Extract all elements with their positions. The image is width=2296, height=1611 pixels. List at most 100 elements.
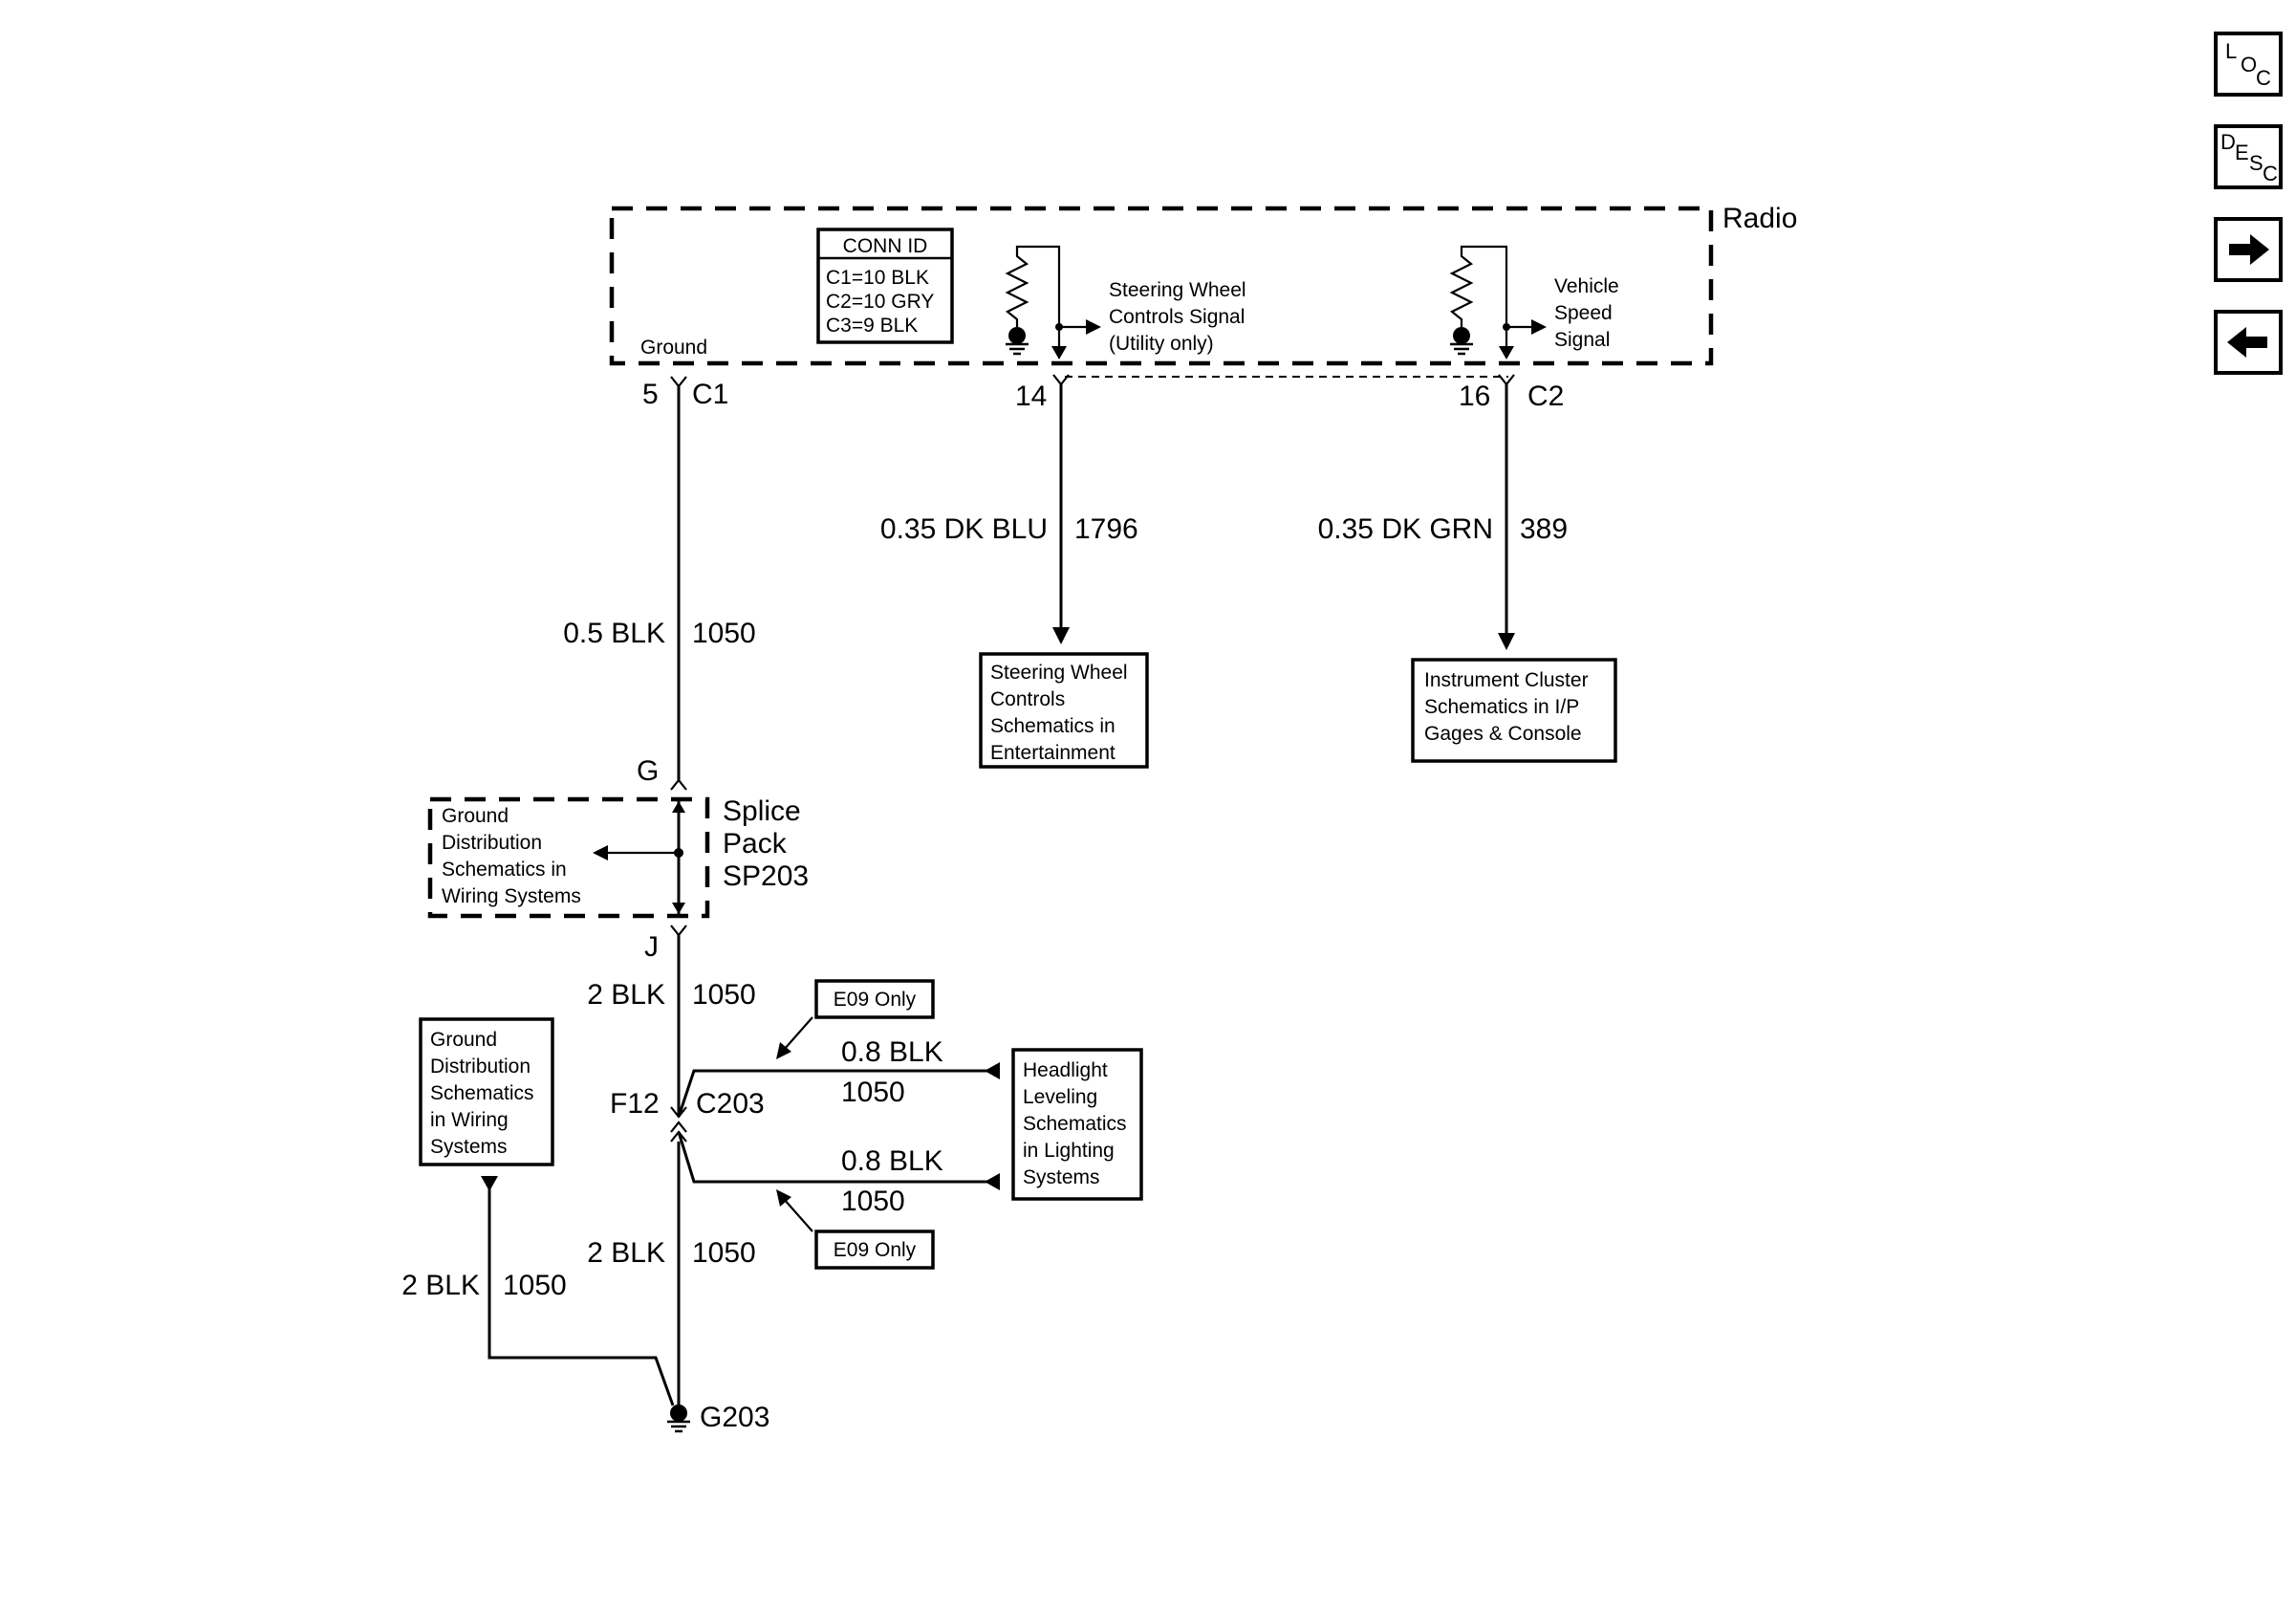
arrow-left-icon: [2227, 327, 2267, 358]
splice-ground-line1: Ground: [442, 805, 509, 827]
wire-after-c203-circuit: 1050: [692, 1237, 756, 1269]
splice-ground-line3: Schematics in: [442, 859, 567, 881]
ref-swc-line2: Controls: [990, 688, 1065, 710]
swc-signal-line1: Steering Wheel: [1109, 279, 1246, 301]
c2-pin16-number: 16: [1459, 381, 1490, 412]
wire-after-splice-circuit: 1050: [692, 979, 756, 1011]
splice-outline: [427, 796, 710, 919]
splice-ground-line4: Wiring Systems: [442, 885, 581, 907]
ref-headlight-line1: Headlight: [1023, 1059, 1108, 1081]
ref-ground-dist-line5: Systems: [430, 1136, 508, 1158]
wire-ground-main: 0.5 BLK 1050: [563, 386, 756, 780]
ref-ground-dist-line3: Schematics: [430, 1082, 534, 1104]
arrow-right-icon: [2229, 234, 2269, 265]
desc-letter-s: S: [2249, 151, 2264, 175]
wire-headlight-upper: 0.8 BLK 1050: [677, 1036, 1000, 1118]
wire-swc-size: 0.35 DK BLU: [880, 513, 1048, 545]
loc-letter-l: L: [2225, 39, 2237, 63]
ground-point-g203: G203: [665, 1402, 769, 1433]
vss-signal-line1: Vehicle: [1554, 275, 1619, 297]
radio-outline: [609, 206, 1714, 366]
wire-ground-main-size: 0.5 BLK: [563, 618, 665, 649]
wire-headlight-lower-circuit: 1050: [841, 1186, 905, 1217]
option-e09-lower-label: E09 Only: [834, 1239, 917, 1261]
back-button[interactable]: [2214, 310, 2283, 375]
connector-c2-pin16: 16 C2: [1459, 374, 1564, 412]
desc-letter-d: D: [2220, 130, 2236, 154]
radio-module: Radio Ground CONN ID C1=10 BLK C2=10 GRY…: [609, 203, 1797, 366]
ref-ic-line3: Gages & Console: [1424, 723, 1582, 745]
desc-letter-e: E: [2235, 141, 2249, 164]
ref-headlight-line3: Schematics: [1023, 1113, 1127, 1135]
desc-button[interactable]: D E S C: [2214, 124, 2283, 189]
connector-c203: F12 C203: [610, 1088, 765, 1143]
wire-headlight-upper-size: 0.8 BLK: [841, 1036, 943, 1068]
ref-ground-dist-line4: in Wiring: [430, 1109, 509, 1131]
option-e09-upper-label: E09 Only: [834, 989, 917, 1011]
c1-pin-number: 5: [642, 379, 659, 410]
desc-icon: D E S C: [2220, 130, 2278, 185]
ref-swc-line3: Schematics in: [990, 715, 1116, 737]
wire-vss-size: 0.35 DK GRN: [1318, 513, 1493, 545]
ref-headlight-line4: in Lighting: [1023, 1140, 1115, 1162]
vss-signal-circuit: Vehicle Speed Signal: [1448, 245, 1619, 359]
ref-headlight-leveling[interactable]: Headlight Leveling Schematics in Lightin…: [1011, 1048, 1143, 1201]
vss-signal-line3: Signal: [1554, 329, 1610, 351]
c1-connector-label: C1: [692, 379, 728, 410]
wire-swc-circuit: 1796: [1074, 513, 1138, 545]
splice-ground-line2: Distribution: [442, 832, 542, 854]
splice-name-line3: SP203: [723, 860, 809, 892]
wire-after-splice-size: 2 BLK: [587, 979, 665, 1011]
loc-button[interactable]: L O C: [2214, 32, 2283, 97]
conn-id-c2: C2=10 GRY: [826, 291, 934, 313]
wire-ground-dist-circuit: 1050: [503, 1270, 567, 1301]
swc-signal-line3: (Utility only): [1109, 333, 1214, 355]
connector-c1: 5 C1: [642, 376, 728, 410]
conn-id-title: CONN ID: [843, 235, 928, 257]
ref-ic-line2: Schematics in I/P: [1424, 696, 1579, 718]
wire-ground-dist-size: 2 BLK: [401, 1270, 480, 1301]
next-button[interactable]: [2214, 217, 2283, 282]
splice-name-line2: Pack: [723, 828, 788, 860]
ref-ic-line1: Instrument Cluster: [1424, 669, 1589, 691]
wire-ground-distribution: 2 BLK 1050: [401, 1176, 675, 1406]
splice-pack-sp203: G Ground Distribution Schematics in Wiri…: [427, 755, 809, 963]
splice-top-pin: G: [637, 755, 659, 787]
wire-headlight-lower: 0.8 BLK 1050: [677, 1131, 1000, 1217]
splice-bottom-pin: J: [644, 931, 659, 963]
radio-title: Radio: [1722, 203, 1797, 234]
wire-after-c203: 2 BLK 1050: [587, 1142, 756, 1405]
loc-icon: L O C: [2225, 39, 2271, 90]
wire-after-c203-size: 2 BLK: [587, 1237, 665, 1269]
c2-pin14-number: 14: [1015, 381, 1047, 412]
radio-ground-label: Ground: [640, 337, 707, 359]
c203-connector-label: C203: [696, 1088, 765, 1120]
loc-letter-o: O: [2241, 53, 2257, 76]
loc-letter-c: C: [2256, 66, 2271, 90]
ref-ground-distribution[interactable]: Ground Distribution Schematics in Wiring…: [419, 1017, 554, 1166]
swc-signal-circuit: Steering Wheel Controls Signal (Utility …: [1004, 245, 1246, 359]
c203-pin: F12: [610, 1088, 660, 1120]
splice-name-line1: Splice: [723, 795, 801, 827]
ref-swc-schematics[interactable]: Steering Wheel Controls Schematics in En…: [979, 652, 1149, 769]
conn-id-box: CONN ID C1=10 BLK C2=10 GRY C3=9 BLK: [816, 228, 954, 344]
wire-vss: 0.35 DK GRN 389: [1318, 384, 1568, 650]
ref-instrument-cluster[interactable]: Instrument Cluster Schematics in I/P Gag…: [1411, 658, 1617, 763]
vss-signal-line2: Speed: [1554, 302, 1613, 324]
conn-id-c3: C3=9 BLK: [826, 315, 918, 337]
wire-after-splice: 2 BLK 1050: [587, 935, 756, 1115]
wire-vss-circuit: 389: [1520, 513, 1568, 545]
ref-swc-line4: Entertainment: [990, 742, 1116, 764]
option-e09-lower: E09 Only: [776, 1189, 935, 1270]
ref-headlight-line5: Systems: [1023, 1166, 1100, 1188]
ground-point-label: G203: [700, 1402, 769, 1433]
ref-headlight-line2: Leveling: [1023, 1086, 1097, 1108]
ground-icon: [665, 1403, 692, 1433]
swc-signal-line2: Controls Signal: [1109, 306, 1245, 328]
wire-ground-main-circuit: 1050: [692, 618, 756, 649]
c2-connector-label: C2: [1527, 381, 1564, 412]
option-e09-upper: E09 Only: [776, 979, 935, 1059]
conn-id-c1: C1=10 BLK: [826, 267, 929, 289]
desc-letter-c: C: [2263, 162, 2278, 185]
